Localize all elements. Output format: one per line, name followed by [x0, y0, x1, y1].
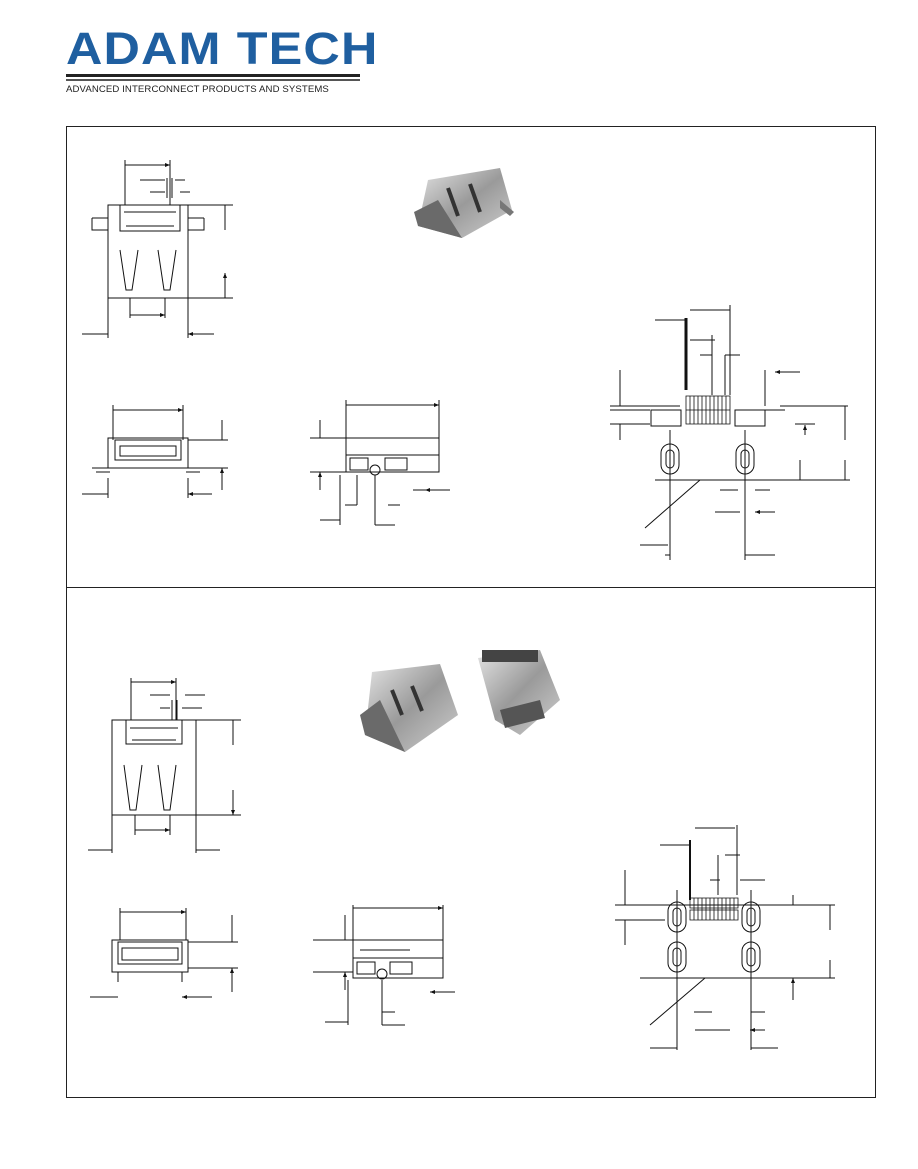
- pcb-layout-drawing: [610, 305, 850, 560]
- side-view-drawing: [310, 400, 450, 526]
- pcb-layout-drawing-2: [615, 825, 835, 1050]
- top-view-drawing: [82, 405, 228, 498]
- product-photo: [414, 168, 514, 238]
- tagline: ADVANCED INTERCONNECT PRODUCTS AND SYSTE…: [66, 84, 329, 95]
- top-view-drawing-2: [90, 908, 238, 997]
- side-view-drawing-2: [313, 905, 455, 1026]
- front-view-drawing: [82, 160, 233, 338]
- company-logo: ADAM TECH ADVANCED INTERCONNECT PRODUCTS…: [66, 26, 377, 95]
- logo-rule: [66, 79, 360, 81]
- logo-rule: [66, 74, 360, 77]
- panel-alternate-type: [66, 587, 876, 1098]
- front-view-drawing-2: [88, 678, 241, 853]
- product-photo-2: [360, 650, 560, 752]
- brand-name: ADAM TECH: [66, 23, 379, 74]
